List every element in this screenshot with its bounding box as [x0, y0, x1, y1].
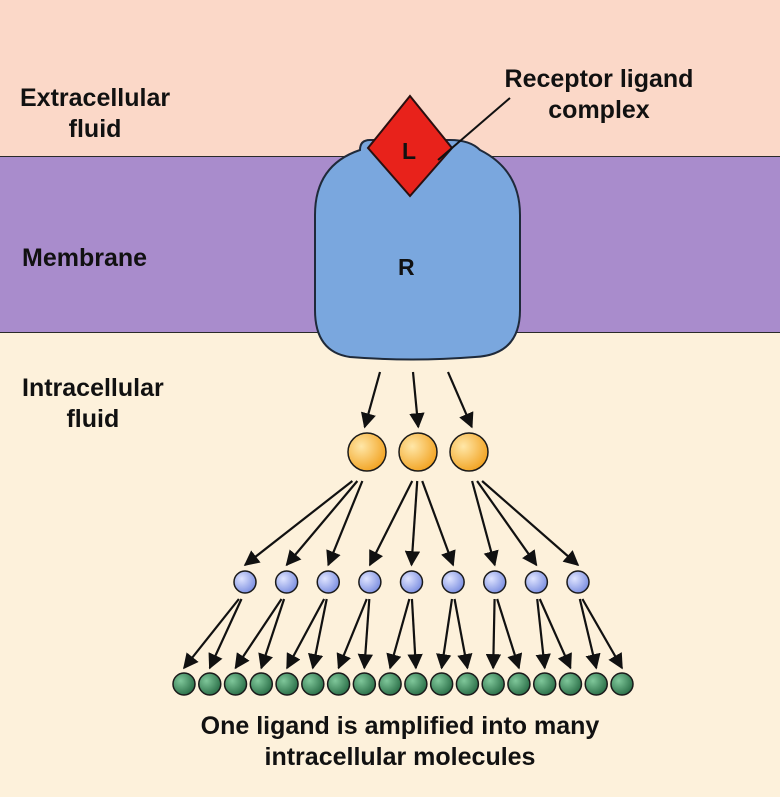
tier1-to-tier2-arrow — [421, 480, 456, 567]
tier1-molecule — [398, 432, 438, 472]
tier2-to-tier3-arrow — [357, 598, 374, 670]
tier3-molecule — [610, 672, 634, 696]
tier2-molecule — [316, 570, 340, 594]
tier3-molecule — [378, 672, 402, 696]
tier2-molecule — [483, 570, 507, 594]
tier2-to-tier3-arrow — [538, 598, 572, 670]
tier2-to-tier3-arrow — [436, 598, 454, 670]
tier3-molecule — [198, 672, 222, 696]
tier3-molecule — [326, 672, 351, 696]
tier2-to-tier3-arrow — [258, 598, 286, 670]
tier2-molecule — [233, 570, 257, 594]
tier2-to-tier3-arrow — [578, 598, 601, 670]
tier3-molecule — [507, 672, 531, 696]
tier3-molecule — [481, 672, 505, 696]
tier2-to-tier3-arrow — [453, 598, 473, 670]
tier3-molecule — [455, 672, 480, 696]
molecules-layer — [172, 432, 634, 696]
tier3-molecule — [584, 672, 608, 696]
intracellular-label: Intracellular fluid — [22, 374, 164, 434]
intracellular-zone — [0, 333, 780, 797]
tier3-molecule — [558, 672, 583, 696]
tier3-molecule — [532, 672, 557, 696]
extracellular-label: Extracellular fluid — [20, 84, 171, 144]
tier2-to-tier3-arrow — [336, 598, 368, 670]
tier2-to-tier3-arrow — [485, 598, 502, 670]
tier1-to-tier2-arrow — [243, 480, 354, 566]
tier1-to-tier2-arrow — [326, 480, 364, 567]
tier2-molecule — [566, 570, 590, 594]
tier3-molecule — [249, 672, 274, 696]
tier2-molecule — [524, 570, 549, 594]
tier3-molecule — [275, 672, 299, 696]
tier1-to-tier2-arrow — [285, 480, 359, 567]
tier2-molecule — [399, 570, 424, 594]
tier2-to-tier3-arrow — [496, 598, 523, 670]
ligand-letter: L — [402, 138, 417, 164]
tier2-to-tier3-arrow — [183, 598, 240, 670]
tier2-molecule — [274, 570, 299, 594]
tier1-to-tier2-arrow — [476, 480, 538, 567]
arrows-layer — [183, 371, 623, 670]
receptor-letter: R — [398, 254, 415, 280]
ligand-diamond — [366, 94, 454, 198]
tier2-to-tier3-arrow — [386, 598, 411, 670]
tier3-molecule — [223, 672, 248, 696]
tier1-to-tier2-arrow — [481, 480, 580, 567]
tier2-to-tier3-arrow — [581, 598, 623, 670]
tier3-molecule — [429, 672, 454, 696]
tier3-molecule — [352, 672, 377, 696]
receptor-to-tier1-arrow — [409, 371, 425, 429]
tier1-molecule — [347, 432, 387, 472]
tier2-molecule — [358, 570, 382, 594]
receptor-to-tier1-arrow — [360, 371, 382, 429]
tier1-to-tier2-arrow — [368, 480, 414, 567]
tier1-to-tier2-arrow — [471, 480, 499, 567]
receptor-ligand-complex-label: Receptor ligand complex — [504, 65, 694, 125]
tier2-molecule — [441, 570, 465, 594]
tier3-molecule — [404, 672, 428, 696]
tier2-to-tier3-arrow — [208, 598, 243, 670]
tier2-to-tier3-arrow — [234, 598, 283, 670]
complex-leader-line — [437, 97, 511, 161]
tier1-molecule — [449, 432, 489, 472]
tier2-to-tier3-arrow — [308, 598, 328, 670]
tier1-to-tier2-arrow — [404, 480, 421, 567]
caption: One ligand is amplified into many intrac… — [200, 712, 600, 772]
receptor-to-tier1-arrow — [446, 371, 474, 429]
tier3-molecule — [301, 672, 325, 696]
membrane-label: Membrane — [22, 244, 148, 272]
tier3-molecule — [172, 672, 196, 696]
tier2-to-tier3-arrow — [407, 598, 423, 670]
tier2-to-tier3-arrow — [286, 598, 326, 670]
tier2-to-tier3-arrow — [535, 598, 551, 670]
